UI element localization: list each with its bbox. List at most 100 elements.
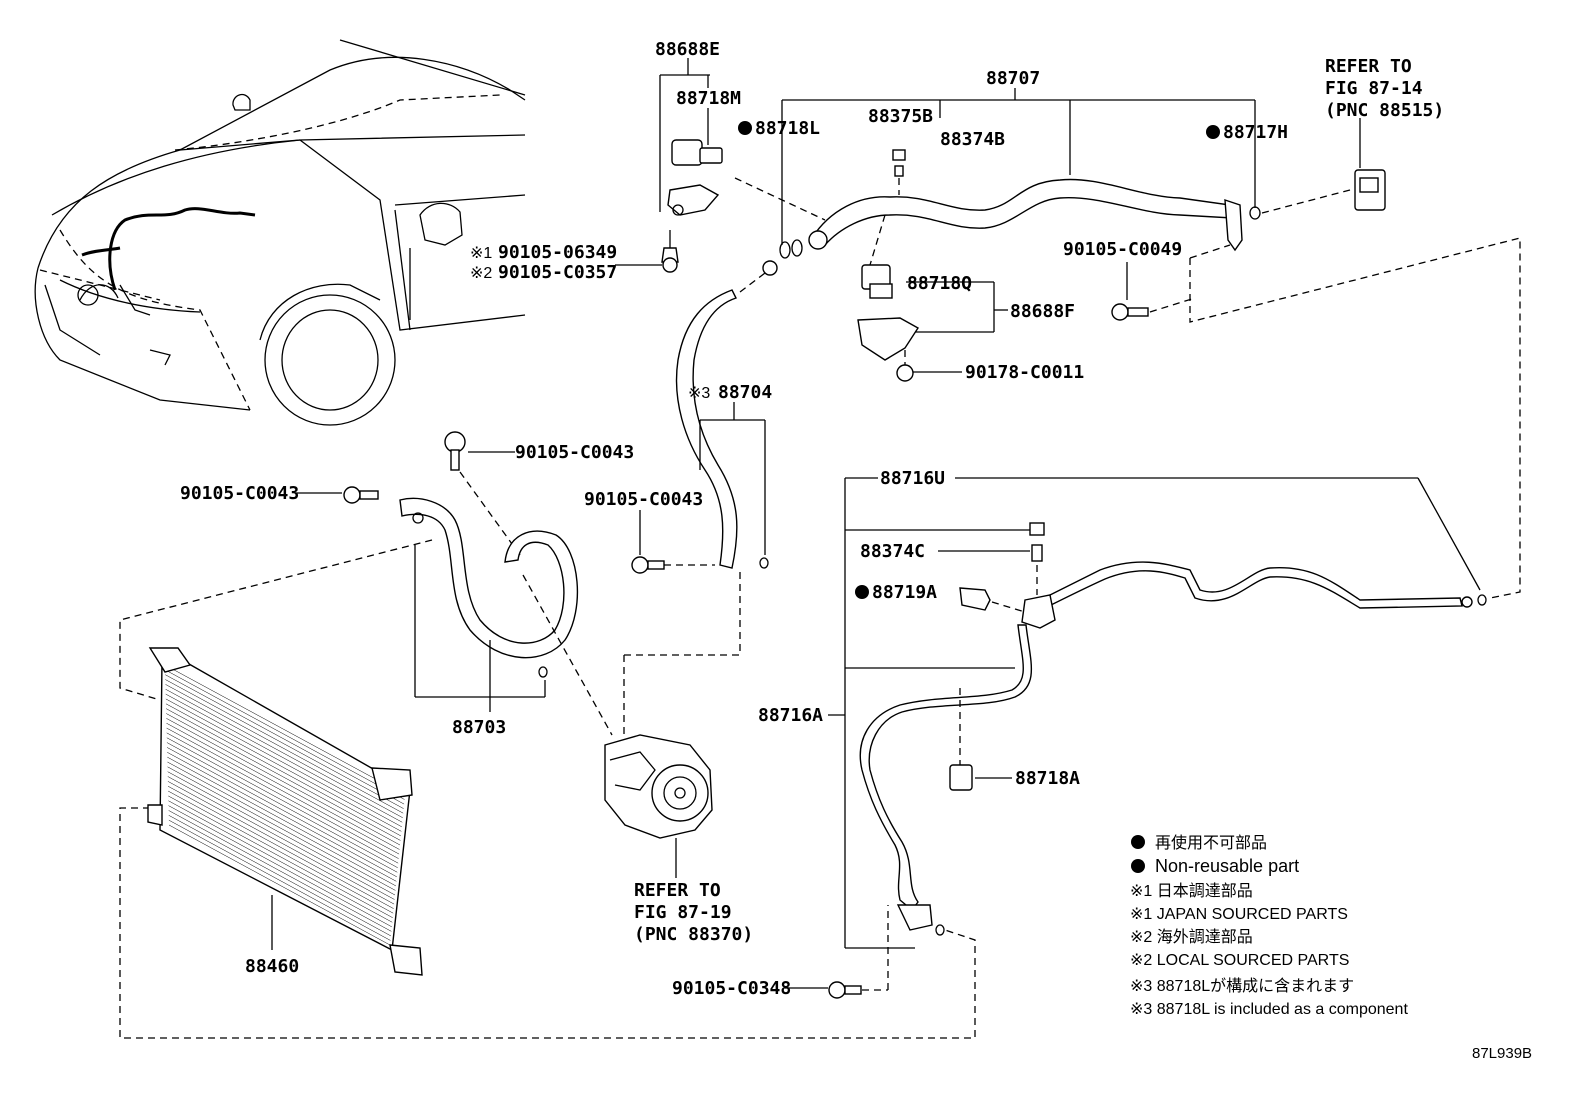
condenser-fin-line [165, 684, 404, 814]
condenser-fin-line [168, 800, 393, 923]
condenser-fin-line [165, 693, 403, 823]
pressure-switch-88719A [959, 587, 991, 611]
label-90105-C0348: 90105-C0348 [672, 978, 791, 999]
legend-dot-icon [1131, 859, 1145, 873]
bolt-90105-C0043-b [631, 556, 649, 574]
label-90105-C0049: 90105-C0049 [1063, 239, 1182, 260]
condenser-fin-line [165, 703, 402, 832]
label-88688F: 88688F [1010, 301, 1075, 322]
label-mark2: ※2 [470, 265, 492, 282]
legend-line-1: 再使用不可部品 [1155, 834, 1267, 852]
part-group-88704 [631, 260, 778, 574]
label-88717H: 88717H [1223, 122, 1288, 143]
condenser-fin-line [168, 810, 392, 932]
legend-line-3: ※1 日本調達部品 [1130, 882, 1253, 900]
label-refer-top-line3: (PNC 88515) [1325, 100, 1444, 121]
condenser-fin-line [167, 766, 396, 891]
part-group-88688E [659, 58, 826, 273]
condenser-fin-line [166, 713, 401, 841]
part-group-88716 [785, 477, 1487, 999]
condenser-fin-line [167, 776, 395, 900]
valve-core-88374C [1031, 544, 1043, 562]
condenser-fin-line [166, 737, 399, 864]
part-group-88703 [295, 431, 613, 736]
label-88716U: 88716U [880, 468, 945, 489]
expansion-valve-ref [1354, 118, 1386, 211]
label-refer-bottom-line3: (PNC 88370) [634, 924, 753, 945]
label-refer-bottom-line1: REFER TO [634, 880, 721, 901]
condenser-fin-line [168, 815, 392, 937]
condenser-fin-line [166, 747, 398, 873]
label-88718A: 88718A [1015, 768, 1080, 789]
label-88718M: 88718M [676, 88, 741, 109]
label-90105-C0043-top: 90105-C0043 [515, 442, 634, 463]
legend-line-5: ※2 海外調達部品 [1130, 928, 1253, 946]
condenser-fin-line [166, 727, 400, 855]
label-90178-C0011: 90178-C0011 [965, 362, 1084, 383]
bolt-90105-C0348 [828, 981, 846, 999]
non-reusable-dot [738, 121, 752, 135]
condenser-88460 [119, 539, 976, 1039]
valve-core-88374B [894, 165, 904, 177]
bracket-88688F [857, 317, 919, 361]
condenser-fin-line [166, 722, 400, 850]
label-90105-C0043-left: 90105-C0043 [180, 483, 299, 504]
label-88704: 88704 [718, 382, 772, 403]
condenser-fin-line [165, 679, 404, 809]
label-88718Q: 88718Q [907, 273, 972, 294]
label-88374C: 88374C [860, 541, 925, 562]
label-90105-C0357: 90105-C0357 [498, 262, 617, 283]
label-90105-06349: 90105-06349 [498, 242, 617, 263]
legend-line-2: Non-reusable part [1155, 856, 1299, 876]
bolt-90105-C0043-c [343, 486, 361, 504]
non-reusable-dot [855, 585, 869, 599]
condenser-fin-line [168, 824, 391, 946]
label-refer-bottom-line2: FIG 87-19 [634, 902, 732, 923]
discharge-hose-88703 [399, 497, 579, 659]
condenser-fin-line [167, 781, 395, 905]
pressure-sensor-88718A [949, 764, 973, 791]
bracket-88688E [667, 184, 720, 216]
suction-pipe-88716U [1038, 561, 1463, 609]
condenser-fin-line [165, 674, 405, 805]
label-mark1: ※1 [470, 245, 492, 262]
condenser-fin-line [164, 664, 406, 796]
part-group-88707 [779, 88, 1351, 266]
condenser-fin-line [165, 708, 402, 837]
condenser-fin-line [166, 742, 398, 868]
non-reusable-dot [1206, 125, 1220, 139]
condenser-fin-line [167, 771, 396, 896]
label-90105-C0043-mid: 90105-C0043 [584, 489, 703, 510]
part-labels: 88688E 88718M 88718L 88375B 88374B 88707… [180, 39, 1444, 999]
label-88707: 88707 [986, 68, 1040, 89]
legend-line-7: ※3 88718Lが構成に含まれます [1130, 977, 1354, 995]
condenser-fin-line [168, 790, 394, 914]
condenser-fin-line [167, 756, 397, 882]
legend-dot-icon [1131, 835, 1145, 849]
bolt-90105-C0049 [1111, 237, 1521, 599]
bolt-90105-06349 [662, 257, 678, 273]
condenser-fin-line [166, 718, 401, 846]
vehicle-illustration [34, 39, 526, 426]
condenser-fin-line [165, 669, 405, 800]
condenser-fin-line [166, 732, 399, 859]
cap-88375B [892, 149, 906, 161]
label-mark3: ※3 [688, 385, 710, 402]
label-refer-top-line2: FIG 87-14 [1325, 78, 1423, 99]
label-88718L: 88718L [755, 118, 820, 139]
condenser-fins [164, 664, 406, 946]
cap-88375 [1029, 522, 1045, 536]
condenser-fin-line [167, 761, 397, 887]
label-88716A: 88716A [758, 705, 823, 726]
part-group-88688F [857, 264, 1008, 382]
legend-line-8: ※3 88718L is included as a component [1130, 1001, 1408, 1018]
discharge-hose-88707 [811, 178, 1233, 246]
legend-line-6: ※2 LOCAL SOURCED PARTS [1130, 952, 1349, 969]
compressor-ref [604, 572, 741, 878]
pressure-sensor-88718M [671, 139, 703, 166]
label-88703: 88703 [452, 717, 506, 738]
bolt-90105-C0043-a [444, 431, 466, 453]
illustration-code: 87L939B [1472, 1045, 1532, 1062]
